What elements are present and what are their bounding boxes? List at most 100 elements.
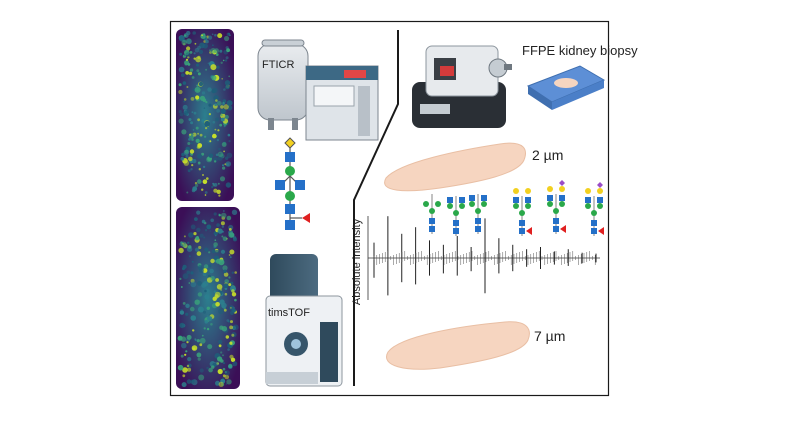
msi-pixel	[197, 72, 201, 76]
msi-pixel	[201, 91, 206, 95]
msi-pixel	[195, 56, 202, 63]
msi-pixel	[204, 135, 207, 138]
msi-pixel	[221, 78, 223, 80]
msi-pixel	[210, 47, 217, 54]
msi-pixel	[193, 111, 197, 115]
msi-pixel	[216, 109, 221, 113]
msi-pixel	[210, 276, 215, 281]
msi-pixel	[183, 98, 187, 101]
msi-pixel	[178, 66, 185, 73]
msi-pixel	[214, 103, 218, 106]
msi-pixel	[190, 121, 194, 125]
msi-pixel	[227, 133, 231, 137]
msi-pixel	[203, 236, 206, 239]
msi-pixel	[209, 268, 214, 274]
msi-pixel	[202, 174, 204, 176]
msi-pixel	[204, 247, 209, 252]
msi-pixel	[216, 65, 220, 69]
msi-pixel	[223, 104, 229, 110]
msi-pixel	[194, 47, 200, 53]
msi-pixel	[190, 315, 197, 321]
msi-pixel	[194, 247, 200, 252]
msi-pixel	[220, 105, 224, 109]
msi-pixel	[184, 149, 189, 154]
msi-pixel	[204, 320, 209, 324]
msi-image-upper	[176, 29, 234, 201]
msi-pixel	[187, 169, 191, 173]
msi-pixel	[193, 57, 196, 60]
msi-pixel	[221, 225, 225, 228]
glycan-icon	[447, 196, 465, 236]
msi-pixel	[177, 335, 183, 341]
msi-pixel	[218, 308, 224, 315]
msi-pixel	[187, 63, 191, 66]
msi-pixel	[204, 120, 211, 127]
msi-pixel	[196, 236, 199, 240]
msi-pixel	[217, 33, 223, 39]
msi-pixel	[198, 81, 204, 87]
msi-pixel	[207, 344, 213, 350]
msi-pixel	[188, 156, 193, 162]
msi-pixel	[197, 265, 203, 270]
msi-pixel	[195, 183, 199, 187]
glycan-icon	[585, 182, 604, 236]
glycan-icon	[469, 194, 487, 234]
glycan-icon	[547, 180, 566, 234]
msi-pixel	[181, 39, 187, 46]
msi-pixel	[226, 152, 233, 159]
msi-pixel	[223, 150, 226, 153]
msi-pixel	[189, 68, 194, 72]
msi-pixel	[179, 277, 182, 280]
msi-pixel	[197, 118, 201, 122]
tissue-section-thin	[384, 142, 526, 192]
msi-pixel	[227, 348, 230, 351]
msi-pixel	[223, 362, 225, 365]
msi-pixel	[226, 215, 232, 221]
msi-pixel	[182, 302, 186, 305]
msi-pixel	[213, 242, 218, 247]
msi-pixel	[193, 232, 197, 236]
msi-pixel	[224, 114, 229, 120]
msi-pixel	[229, 354, 234, 359]
msi-pixel	[194, 339, 197, 341]
msi-pixel	[225, 84, 230, 90]
msi-pixel	[213, 290, 217, 294]
msi-pixel	[186, 364, 190, 368]
msi-pixel	[196, 63, 199, 67]
msi-pixel	[213, 160, 217, 163]
msi-pixel	[185, 52, 191, 58]
msi-pixel	[222, 164, 224, 167]
msi-pixel	[211, 75, 217, 81]
msi-pixel	[179, 52, 183, 56]
msi-pixel	[230, 307, 232, 309]
msi-pixel	[186, 270, 191, 275]
msi-pixel	[208, 153, 213, 158]
msi-pixel	[191, 76, 195, 79]
msi-pixel	[195, 138, 200, 143]
msi-pixel	[214, 33, 217, 37]
msi-pixel	[209, 230, 211, 232]
msi-pixel	[182, 242, 184, 245]
msi-pixel	[228, 366, 231, 368]
msi-pixel	[194, 86, 201, 93]
msi-pixel	[185, 350, 188, 353]
msi-pixel	[199, 343, 203, 347]
msi-pixel	[190, 224, 196, 230]
msi-pixel	[187, 367, 192, 372]
msi-pixel	[182, 367, 188, 373]
msi-pixel	[179, 310, 185, 315]
msi-pixel	[222, 377, 225, 380]
msi-pixel	[231, 271, 234, 274]
msi-pixel	[185, 58, 189, 61]
msi-pixel	[208, 103, 212, 107]
msi-pixel	[206, 366, 209, 370]
msi-pixel	[229, 325, 234, 330]
msi-pixel	[201, 334, 204, 337]
msi-pixel	[178, 118, 184, 124]
msi-pixel	[186, 86, 189, 88]
msi-pixel	[186, 341, 189, 344]
msi-pixel	[178, 247, 184, 254]
msi-pixel	[223, 88, 226, 91]
msi-pixel	[219, 176, 226, 182]
msi-pixel	[189, 51, 193, 54]
